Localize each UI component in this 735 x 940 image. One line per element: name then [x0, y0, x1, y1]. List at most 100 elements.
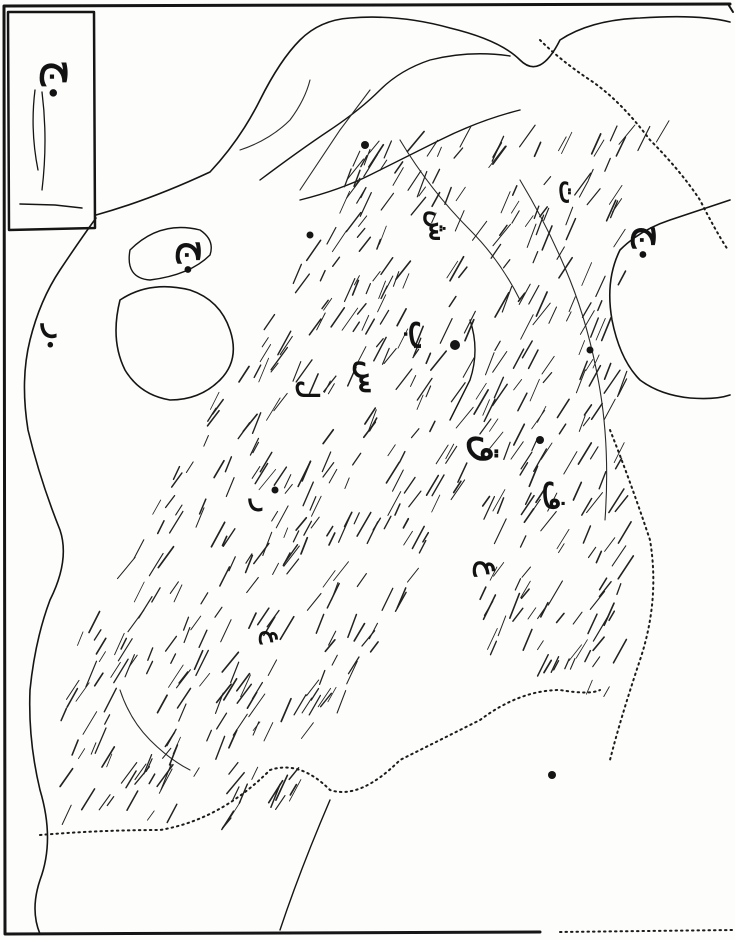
hatch-stroke	[226, 771, 245, 795]
hatch-stroke	[98, 651, 106, 663]
hatch-stroke	[354, 275, 360, 286]
hatch-stroke	[403, 530, 413, 546]
hatch-stroke	[151, 587, 161, 603]
hatch-stroke	[521, 566, 532, 578]
hatch-stroke	[361, 314, 370, 331]
hatch-stroke	[353, 512, 360, 525]
hatch-stroke	[608, 610, 616, 622]
hatch-stroke	[403, 476, 416, 494]
hatch-stroke	[490, 243, 502, 259]
relief-hatching	[59, 120, 670, 831]
hatch-stroke	[520, 451, 533, 470]
hatch-stroke	[536, 405, 547, 423]
hatch-stroke	[522, 628, 533, 651]
hatch-stroke	[511, 210, 520, 224]
hatch-stroke	[553, 660, 560, 671]
hatch-stroke	[346, 158, 365, 181]
hatch-stroke	[224, 456, 233, 473]
hatch-stroke	[595, 317, 606, 341]
hatch-stroke	[311, 495, 322, 517]
hatch-stroke	[587, 613, 598, 635]
settlement-dot	[586, 346, 594, 354]
hatch-stroke	[542, 371, 553, 384]
hatch-stroke	[541, 225, 553, 251]
hatch-stroke	[343, 278, 356, 303]
hatch-stroke	[235, 672, 251, 692]
hatch-stroke	[324, 638, 336, 653]
hatch-stroke	[175, 504, 183, 516]
hatch-stroke	[148, 552, 164, 577]
hatch-stroke	[533, 448, 548, 472]
hatch-stroke	[617, 555, 635, 580]
hatch-stroke	[407, 170, 422, 191]
hatch-stroke	[430, 350, 447, 371]
hatch-stroke	[347, 613, 358, 639]
hatch-stroke	[413, 325, 424, 349]
hatch-stroke	[361, 630, 376, 647]
hatch-stroke	[266, 397, 281, 421]
hatch-stroke	[493, 562, 505, 577]
hatch-stroke	[368, 409, 377, 431]
hatch-stroke	[444, 186, 452, 205]
hatch-stroke	[492, 350, 508, 373]
hatch-stroke	[353, 169, 361, 188]
hatch-stroke	[323, 297, 333, 311]
hatch-stroke	[145, 758, 153, 772]
hatch-stroke	[600, 317, 612, 342]
hatch-stroke	[482, 399, 490, 416]
hatch-stroke	[228, 729, 238, 749]
hatch-stroke	[228, 761, 239, 775]
hatch-stroke	[380, 256, 394, 276]
hatch-stroke	[479, 586, 487, 601]
hatch-stroke	[535, 484, 548, 504]
hatch-stroke	[170, 472, 183, 488]
hatch-stroke	[587, 546, 597, 559]
hatch-stroke	[586, 188, 601, 206]
hatch-stroke	[252, 721, 260, 736]
hatch-stroke	[206, 409, 220, 427]
hatch-stroke	[489, 566, 498, 581]
hatch-stroke	[375, 338, 384, 348]
hatch-stroke	[214, 692, 224, 714]
hatch-stroke	[556, 528, 570, 550]
hatch-stroke	[220, 619, 232, 643]
hatch-stroke	[110, 661, 121, 678]
hatch-stroke	[416, 394, 424, 410]
hatch-stroke	[532, 302, 551, 326]
hatch-stroke	[455, 186, 466, 202]
hatch-stroke	[609, 125, 618, 142]
hatch-stroke	[479, 418, 492, 435]
southern-border	[39, 319, 601, 931]
map-labels: ج. ج. ر. ج. ش ب س ل ر ع ت ق ف ع	[39, 60, 673, 645]
hatch-stroke	[221, 817, 232, 829]
hatch-stroke	[222, 528, 236, 547]
hatch-stroke	[341, 307, 359, 331]
hatch-stroke	[309, 496, 317, 511]
hatch-stroke	[558, 423, 567, 435]
hatch-stroke	[410, 196, 427, 216]
hatch-stroke	[473, 389, 489, 415]
hatch-stroke	[608, 184, 623, 205]
hatch-stroke	[103, 687, 118, 713]
hatch-stroke	[387, 491, 402, 516]
hatch-stroke	[579, 360, 588, 381]
hatch-stroke	[379, 309, 390, 325]
hatch-stroke	[611, 198, 623, 213]
hatch-stroke	[114, 632, 125, 656]
hatch-stroke	[305, 239, 322, 262]
hatch-stroke	[326, 226, 337, 245]
hatch-stroke	[203, 435, 209, 447]
hatch-stroke	[533, 141, 542, 158]
hatch-stroke	[581, 302, 592, 318]
hatch-stroke	[446, 260, 459, 279]
hatch-stroke	[321, 299, 329, 310]
hatch-stroke	[617, 378, 628, 396]
hatch-stroke	[323, 380, 331, 393]
hatch-stroke	[413, 337, 422, 357]
hatch-stroke	[539, 601, 549, 618]
hatch-stroke	[526, 223, 537, 248]
hatch-stroke	[71, 739, 79, 756]
hatch-stroke	[614, 495, 629, 513]
hatch-stroke	[380, 285, 388, 300]
hatch-stroke	[117, 638, 133, 662]
